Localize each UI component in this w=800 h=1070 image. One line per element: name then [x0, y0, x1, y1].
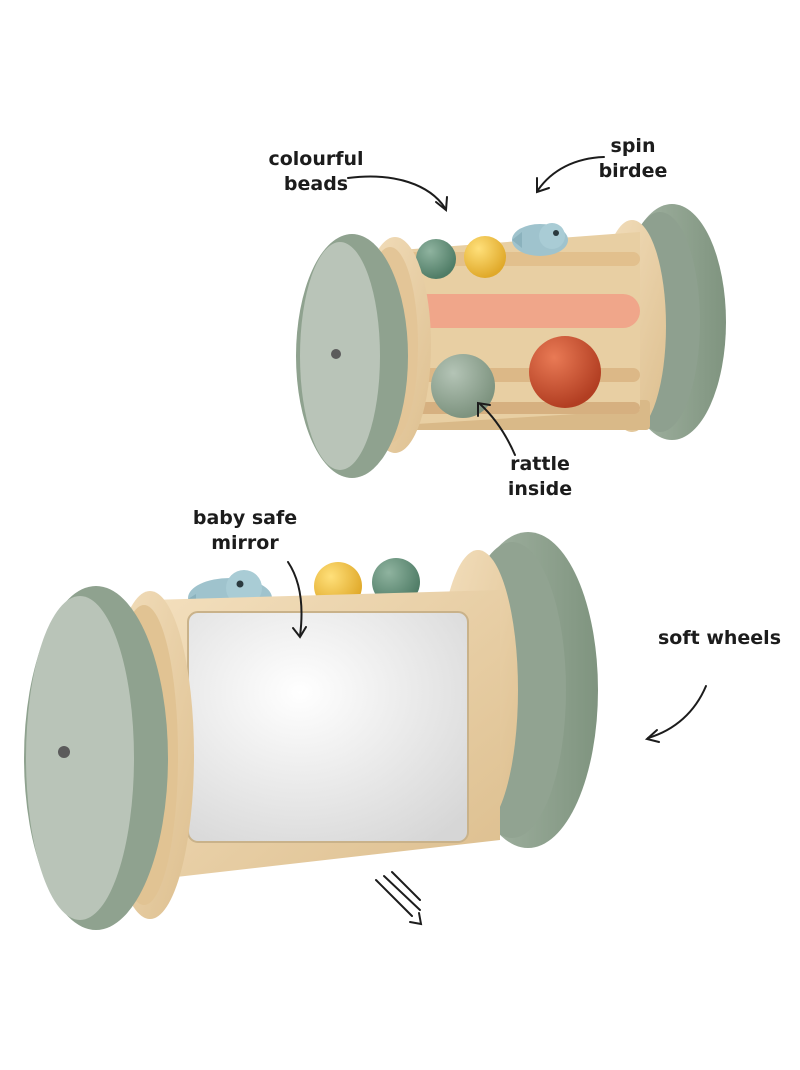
arrow-colourful-beads	[347, 175, 446, 209]
bottom-mirror	[187, 611, 469, 843]
arrow-soft-wheels	[647, 685, 707, 739]
motion-lines	[375, 871, 421, 917]
top-bead-yellow	[464, 236, 506, 278]
top-bird-icon	[512, 223, 568, 256]
top-bead-green	[416, 239, 456, 279]
top-rattle-roller	[296, 204, 726, 478]
top-rod-peach	[405, 294, 640, 328]
annotation-arrows	[287, 156, 707, 926]
top-bead-red	[529, 336, 601, 408]
label-baby-safe-mirror: baby safe mirror	[192, 507, 298, 554]
top-rod	[400, 402, 640, 414]
label-soft-wheels: soft wheels	[658, 627, 781, 649]
top-rod	[400, 252, 640, 266]
label-rattle-inside: rattle inside	[507, 453, 573, 500]
arrow-rattle-inside	[479, 403, 516, 456]
arrow-baby-safe-mirror	[287, 561, 303, 637]
bottom-front-wheel-face	[26, 596, 134, 920]
label-spin-birdee: spin birdee	[598, 135, 668, 182]
label-colourful-beads: colourful beads	[268, 148, 364, 195]
arrow-spin-birdee	[537, 156, 605, 191]
top-bead-sage	[431, 354, 495, 418]
bottom-mirror-roller	[24, 532, 598, 930]
